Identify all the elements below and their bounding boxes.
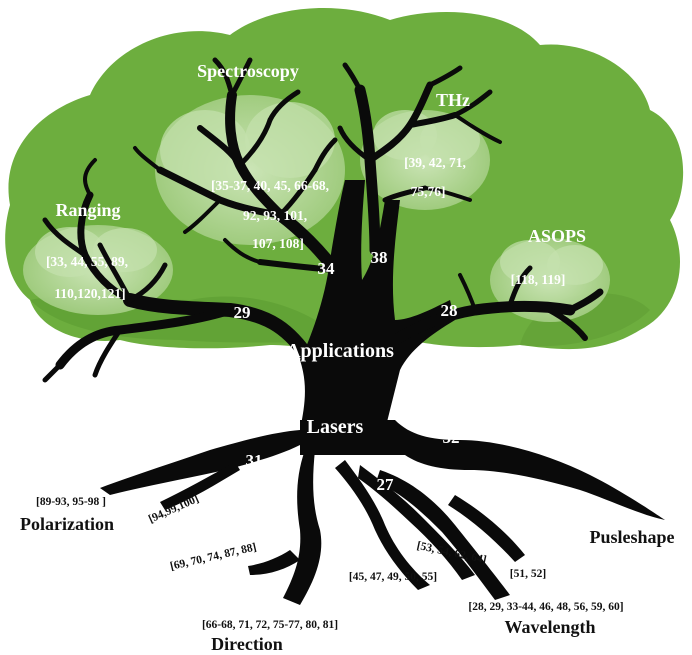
direction-refs-b: [66-68, 71, 72, 75-77, 80, 81]	[202, 619, 338, 631]
thz-group: THz [39, 42, 71, 75,76] 38	[371, 90, 471, 267]
polarization-refs-a: [89-93, 95-98 ]	[36, 496, 106, 508]
asops-refs: [118, 119]	[511, 272, 566, 287]
ranging-refs-line1: [33, 44, 55, 89,	[46, 254, 128, 269]
thz-title: THz	[436, 90, 470, 110]
spectroscopy-refs-line2: 92, 93, 101,	[243, 208, 307, 223]
wavelength-refs-c: [28, 29, 33-44, 46, 48, 56, 59, 60]	[468, 601, 623, 613]
pulseshape-title: Pusleshape	[589, 527, 674, 547]
ranging-count: 29	[234, 303, 251, 322]
thz-count: 38	[371, 248, 388, 267]
spectroscopy-title: Spectroscopy	[197, 61, 299, 81]
thz-refs-line1: [39, 42, 71,	[404, 155, 466, 170]
pulseshape-count: 32	[443, 428, 460, 447]
direction-refs-a: [69, 70, 74, 87, 88]	[169, 541, 258, 573]
wavelength-count: 27	[377, 475, 395, 494]
direction-count-b: 23	[315, 464, 332, 483]
pulseshape-group: 32 Pusleshape [51, 52]	[443, 428, 675, 580]
polarization-title: Polarization	[20, 514, 114, 534]
wavelength-refs-b: [45, 47, 49, 50, 55]	[349, 571, 437, 583]
ranging-title: Ranging	[55, 200, 120, 220]
roots	[100, 420, 665, 605]
asops-group: ASOPS [118, 119] 28	[441, 226, 587, 320]
thz-refs-line2: 75,76]	[411, 184, 446, 199]
asops-title: ASOPS	[528, 226, 586, 246]
polarization-count: 31	[246, 451, 263, 470]
direction-title: Direction	[211, 634, 283, 654]
wavelength-title: Wavelength	[504, 617, 595, 637]
ranging-refs-line2: 110,120,121]	[54, 286, 125, 301]
asops-count: 28	[441, 301, 458, 320]
spectroscopy-group: Spectroscopy [35-37, 40, 45, 66-68, 92, …	[197, 61, 335, 278]
ranging-group: Ranging [33, 44, 55, 89, 110,120,121] 29	[46, 200, 251, 322]
lasers-label: Lasers	[307, 416, 364, 438]
direction-count: 30	[322, 501, 339, 520]
spectroscopy-refs-line1: [35-37, 40, 45, 66-68,	[211, 178, 329, 193]
pulseshape-refs: [51, 52]	[510, 568, 546, 580]
spectroscopy-refs-line3: 107, 108]	[252, 236, 304, 251]
applications-label: Applications	[286, 340, 394, 362]
branches	[42, 57, 604, 430]
spectroscopy-count: 34	[318, 259, 336, 278]
